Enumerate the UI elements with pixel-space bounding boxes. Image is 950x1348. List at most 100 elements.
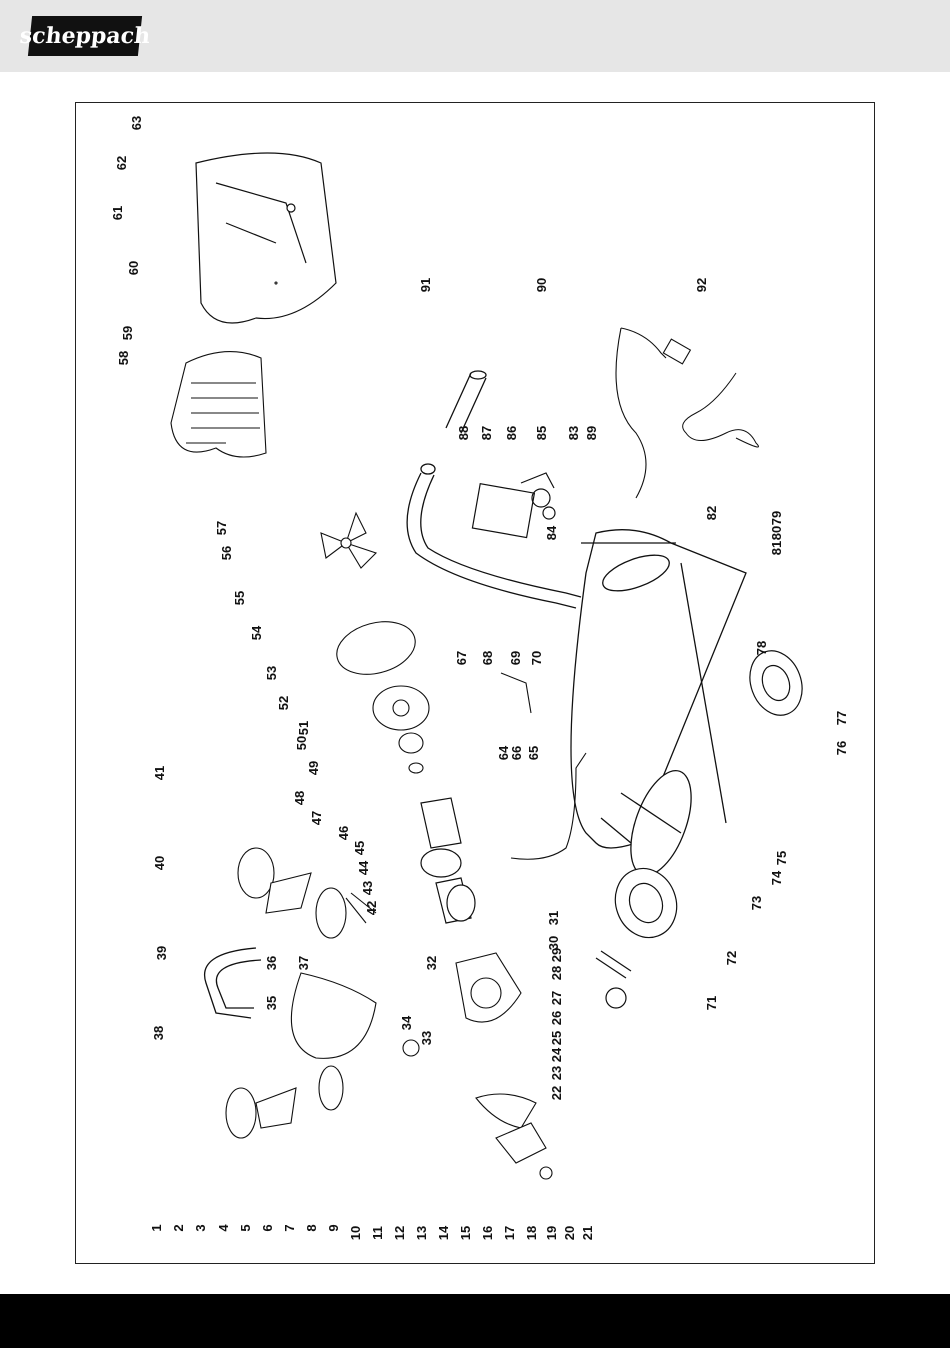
part-label-77: 77 (834, 711, 849, 725)
part-label-4: 4 (216, 1224, 231, 1232)
part-label-66: 66 (509, 746, 524, 760)
part-label-32: 32 (424, 956, 439, 970)
part-label-21: 21 (580, 1226, 595, 1240)
part-label-1: 1 (149, 1224, 164, 1231)
part-label-33: 33 (419, 1031, 434, 1045)
header-bar: scheppach (0, 0, 950, 72)
drive-parts-drawing (331, 613, 429, 773)
part-label-36: 36 (264, 956, 279, 970)
part-label-73: 73 (749, 896, 764, 910)
part-label-9: 9 (326, 1224, 341, 1231)
part-label-90: 90 (534, 278, 549, 292)
part-label-46: 46 (336, 826, 351, 840)
part-label-67: 67 (454, 651, 469, 665)
part-label-15: 15 (458, 1226, 473, 1240)
part-label-82: 82 (704, 506, 719, 520)
part-label-71: 71 (704, 996, 719, 1010)
part-label-14: 14 (436, 1225, 451, 1240)
part-label-72: 72 (724, 951, 739, 965)
part-label-61: 61 (110, 206, 125, 220)
part-label-84: 84 (544, 525, 559, 540)
fan-shroud-drawing (196, 153, 336, 323)
brand-logo: scheppach (28, 16, 142, 56)
part-label-7: 7 (282, 1224, 297, 1231)
carry-handle-drawing (205, 948, 261, 1018)
part-label-45: 45 (352, 841, 367, 855)
part-label-55: 55 (232, 591, 247, 605)
fan-drawing (321, 513, 376, 568)
part-label-89: 89 (584, 426, 599, 440)
part-label-17: 17 (502, 1226, 517, 1240)
part-label-6: 6 (260, 1224, 275, 1231)
part-label-30: 30 (546, 936, 561, 950)
part-label-58: 58 (116, 351, 131, 365)
part-label-26: 26 (549, 1011, 564, 1025)
part-label-63: 63 (129, 116, 144, 130)
part-label-69: 69 (508, 651, 523, 665)
part-label-78: 78 (754, 641, 769, 655)
part-label-40: 40 (152, 856, 167, 870)
part-label-25: 25 (549, 1031, 564, 1045)
part-label-85: 85 (534, 426, 549, 440)
part-label-47: 47 (309, 811, 324, 825)
part-label-68: 68 (480, 651, 495, 665)
part-label-76: 76 (834, 741, 849, 755)
part-label-34: 34 (399, 1015, 414, 1030)
part-label-60: 60 (126, 261, 141, 275)
part-label-53: 53 (264, 666, 279, 680)
part-label-49: 49 (306, 761, 321, 775)
power-cable-drawing (616, 328, 690, 498)
part-label-65: 65 (526, 746, 541, 760)
part-label-12: 12 (392, 1226, 407, 1240)
part-label-83: 83 (566, 426, 581, 440)
part-label-27: 27 (549, 991, 564, 1005)
part-label-22: 22 (549, 1086, 564, 1100)
part-label-16: 16 (480, 1226, 495, 1240)
part-label-11: 11 (370, 1226, 385, 1240)
part-label-19: 19 (544, 1226, 559, 1240)
part-label-79: 79 (769, 511, 784, 525)
part-label-44: 44 (356, 860, 371, 875)
part-label-57: 57 (214, 521, 229, 535)
part-label-50: 50 (294, 736, 309, 750)
pressure-switch-drawing (472, 473, 555, 538)
part-label-92: 92 (694, 278, 709, 292)
part-label-18: 18 (524, 1226, 539, 1240)
part-label-75: 75 (774, 851, 789, 865)
part-label-41: 41 (152, 766, 167, 780)
front-grille-drawing (171, 352, 266, 457)
part-label-10: 10 (348, 1226, 363, 1240)
part-label-35: 35 (264, 996, 279, 1010)
part-label-20: 20 (562, 1226, 577, 1240)
part-label-59: 59 (120, 326, 135, 340)
part-label-88: 88 (456, 426, 471, 440)
footer-bar (0, 1294, 950, 1348)
diagram-canvas: 1234567891011121314151617181920212223242… (76, 103, 876, 1265)
part-label-5: 5 (238, 1224, 253, 1231)
part-label-24: 24 (549, 1047, 564, 1062)
part-label-28: 28 (549, 966, 564, 980)
part-label-23: 23 (549, 1066, 564, 1080)
part-label-81: 81 (769, 541, 784, 555)
part-label-91: 91 (418, 278, 433, 292)
part-label-31: 31 (546, 911, 561, 925)
part-label-80: 80 (769, 526, 784, 540)
part-label-43: 43 (360, 881, 375, 895)
part-label-38: 38 (151, 1026, 166, 1040)
part-label-86: 86 (504, 426, 519, 440)
part-label-74: 74 (769, 870, 784, 885)
part-label-62: 62 (114, 156, 129, 170)
spiral-hose-drawing (683, 373, 759, 447)
hose-drawing (446, 371, 486, 433)
part-label-3: 3 (193, 1224, 208, 1231)
motor-drawing (421, 798, 475, 923)
part-label-70: 70 (529, 651, 544, 665)
part-label-42: 42 (364, 901, 379, 915)
part-label-2: 2 (171, 1224, 186, 1231)
part-label-37: 37 (296, 956, 311, 970)
part-label-48: 48 (292, 791, 307, 805)
part-label-56: 56 (219, 546, 234, 560)
air-tank-drawing (571, 530, 746, 884)
part-label-51: 51 (296, 721, 311, 735)
